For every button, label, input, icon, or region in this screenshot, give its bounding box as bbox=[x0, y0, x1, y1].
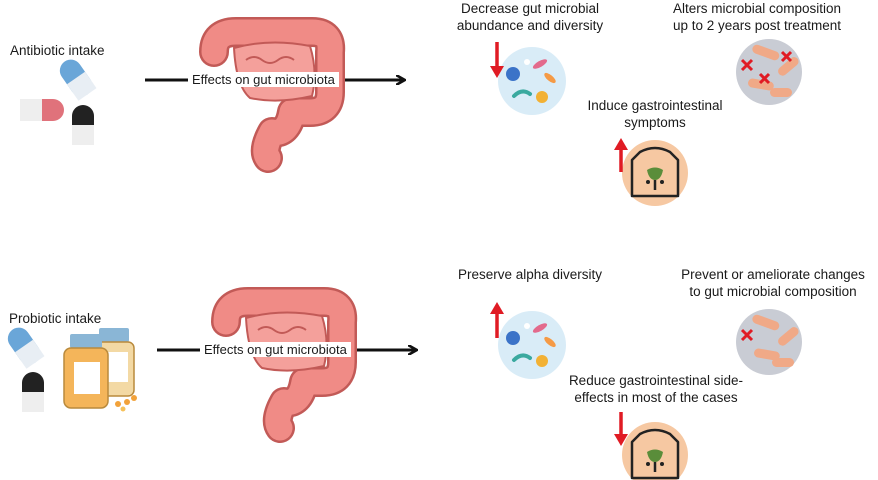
text-line: effects in most of the cases bbox=[574, 390, 738, 405]
capsule-blue-icon bbox=[59, 59, 97, 101]
text-line: abundance and diversity bbox=[456, 18, 604, 33]
microbes-icon bbox=[506, 59, 556, 103]
capsule-blue-icon bbox=[7, 327, 45, 369]
bottom-arrow-label: Effects on gut microbiota bbox=[200, 342, 351, 357]
torso-gut-icon bbox=[630, 428, 680, 480]
text-line: Reduce gastrointestinal side- bbox=[568, 373, 744, 388]
intestine-icon bbox=[199, 17, 346, 173]
text-line: Preserve alpha diversity bbox=[457, 267, 603, 282]
intestine-icon bbox=[211, 287, 358, 443]
bottom-effect-reduce-side-effects: Reduce gastrointestinal side- effects in… bbox=[556, 372, 756, 406]
bacteria-crossed-icon bbox=[740, 44, 799, 97]
top-effect-induce-symptoms: Induce gastrointestinal symptoms bbox=[570, 97, 740, 131]
arrow-up-icon bbox=[614, 138, 628, 172]
microbes-circle bbox=[498, 311, 566, 379]
antibiotic-intake-label: Antibiotic intake bbox=[10, 43, 105, 58]
text-line: Alters microbial composition bbox=[672, 1, 842, 16]
bottom-effect-preserve-diversity: Preserve alpha diversity bbox=[440, 266, 620, 283]
diagram-canvas bbox=[7, 17, 802, 480]
top-effect-decrease-diversity: Decrease gut microbial abundance and div… bbox=[440, 0, 620, 34]
bacteria-crossed-icon bbox=[740, 314, 799, 367]
text-line: Prevent or ameliorate changes bbox=[681, 267, 865, 282]
microbes-icon bbox=[506, 323, 556, 367]
text-line: Decrease gut microbial bbox=[460, 1, 600, 16]
arrow-down-icon bbox=[490, 42, 504, 78]
probiotic-intake-label: Probiotic intake bbox=[9, 311, 102, 326]
top-effect-alters-composition: Alters microbial composition up to 2 yea… bbox=[652, 0, 862, 34]
text-line: up to 2 years post treatment bbox=[672, 18, 842, 33]
text-line: Induce gastrointestinal bbox=[587, 98, 723, 113]
arrow-down-icon bbox=[614, 412, 628, 446]
capsule-black-icon bbox=[72, 105, 94, 145]
pill-bottle-icon bbox=[63, 328, 137, 412]
capsule-red-icon bbox=[20, 99, 64, 121]
arrow-up-icon bbox=[490, 302, 504, 338]
top-arrow-label: Effects on gut microbiota bbox=[188, 72, 339, 87]
microbes-circle bbox=[498, 47, 566, 115]
text-line: to gut microbial composition bbox=[689, 284, 857, 299]
bottom-effect-prevent-changes: Prevent or ameliorate changes to gut mic… bbox=[668, 266, 878, 300]
capsule-black-icon bbox=[22, 372, 44, 412]
text-line: symptoms bbox=[624, 115, 686, 130]
torso-gut-icon bbox=[630, 146, 680, 198]
